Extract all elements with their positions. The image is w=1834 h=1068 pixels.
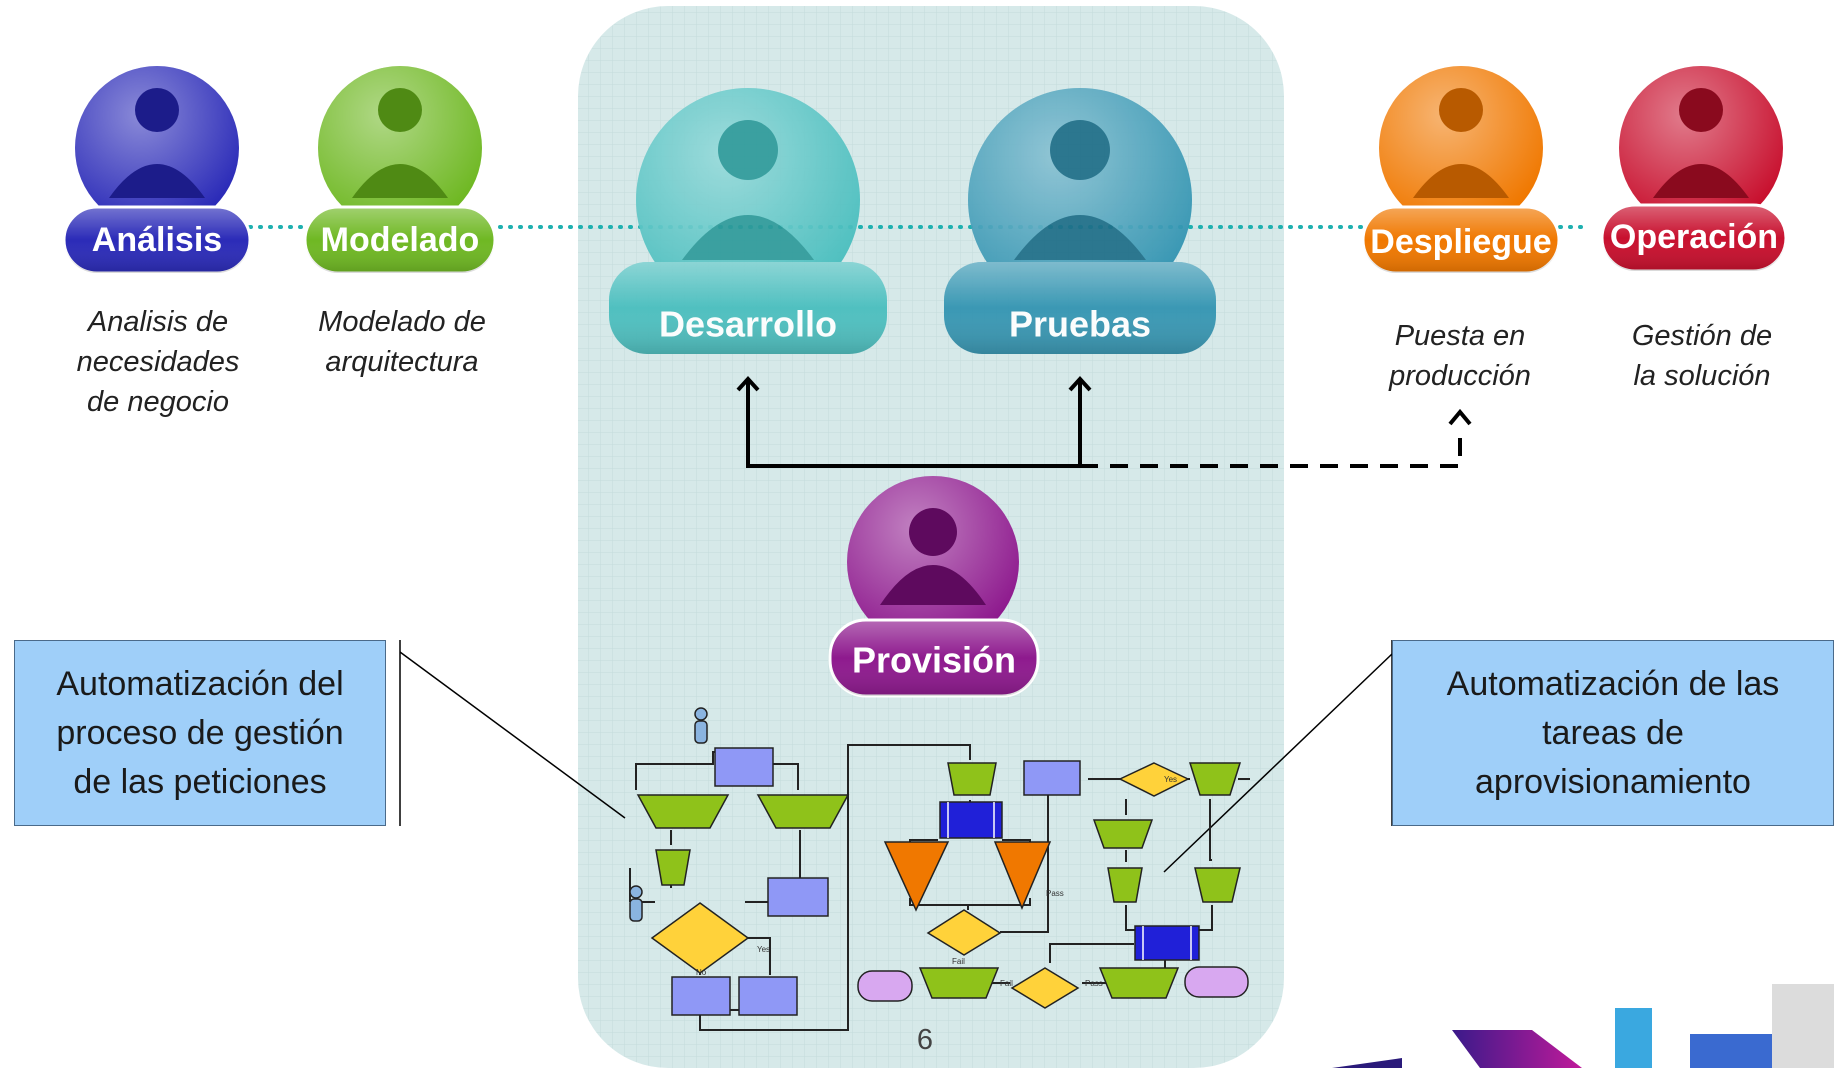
page-number: 6: [916, 1024, 934, 1056]
stage-operacion: Operación: [1600, 66, 1788, 273]
callout-left: Automatización del proceso de gestión de…: [14, 640, 386, 826]
flow-label-pass-2: Pass: [1085, 979, 1103, 988]
stage-description-operacion: Gestión de la solución: [1631, 320, 1773, 392]
stage-analisis: Análisis: [62, 66, 252, 275]
flow-label-fail: Fail: [952, 957, 965, 966]
stage-modelado: Modelado: [303, 66, 497, 275]
stage-label-pruebas: Pruebas: [1009, 304, 1151, 345]
stage-provision: Provisión: [828, 476, 1040, 698]
stage-description-analisis: Analisis de necesidades de negocio: [76, 306, 240, 418]
flow-label-yes: Yes: [757, 945, 770, 954]
stage-label-analisis: Análisis: [92, 221, 222, 259]
actor-figure-left: [629, 885, 643, 922]
flow-label-no: No: [696, 968, 707, 977]
stage-description-modelado: Modelado de arquitectura: [318, 306, 486, 378]
flow-label-pass: Pass: [1046, 889, 1064, 898]
callout-right: Automatización de las tareas de aprovisi…: [1392, 640, 1834, 826]
workflow-flowchart: No Yes Yes Pass Pass Fail Fail: [629, 707, 1250, 1031]
stage-label-provision: Provisión: [852, 640, 1016, 681]
flow-label-fail-2: Fail: [1000, 979, 1013, 988]
stage-label-desarrollo: Desarrollo: [659, 304, 837, 345]
flow-label-yes-2: Yes: [1164, 775, 1177, 784]
stage-description-despliegue: Puesta en producción: [1389, 320, 1531, 392]
stage-label-modelado: Modelado: [321, 221, 480, 259]
stage-label-operacion: Operación: [1610, 218, 1778, 256]
stage-despliegue: Despliegue: [1361, 66, 1561, 275]
stage-desarrollo: Desarrollo: [609, 88, 887, 354]
actor-figure-top: [694, 707, 708, 744]
stage-pruebas: Pruebas: [944, 88, 1216, 354]
provision-connectors: [736, 376, 1472, 468]
stage-label-despliegue: Despliegue: [1370, 223, 1551, 261]
corner-decoration: [1332, 984, 1834, 1068]
